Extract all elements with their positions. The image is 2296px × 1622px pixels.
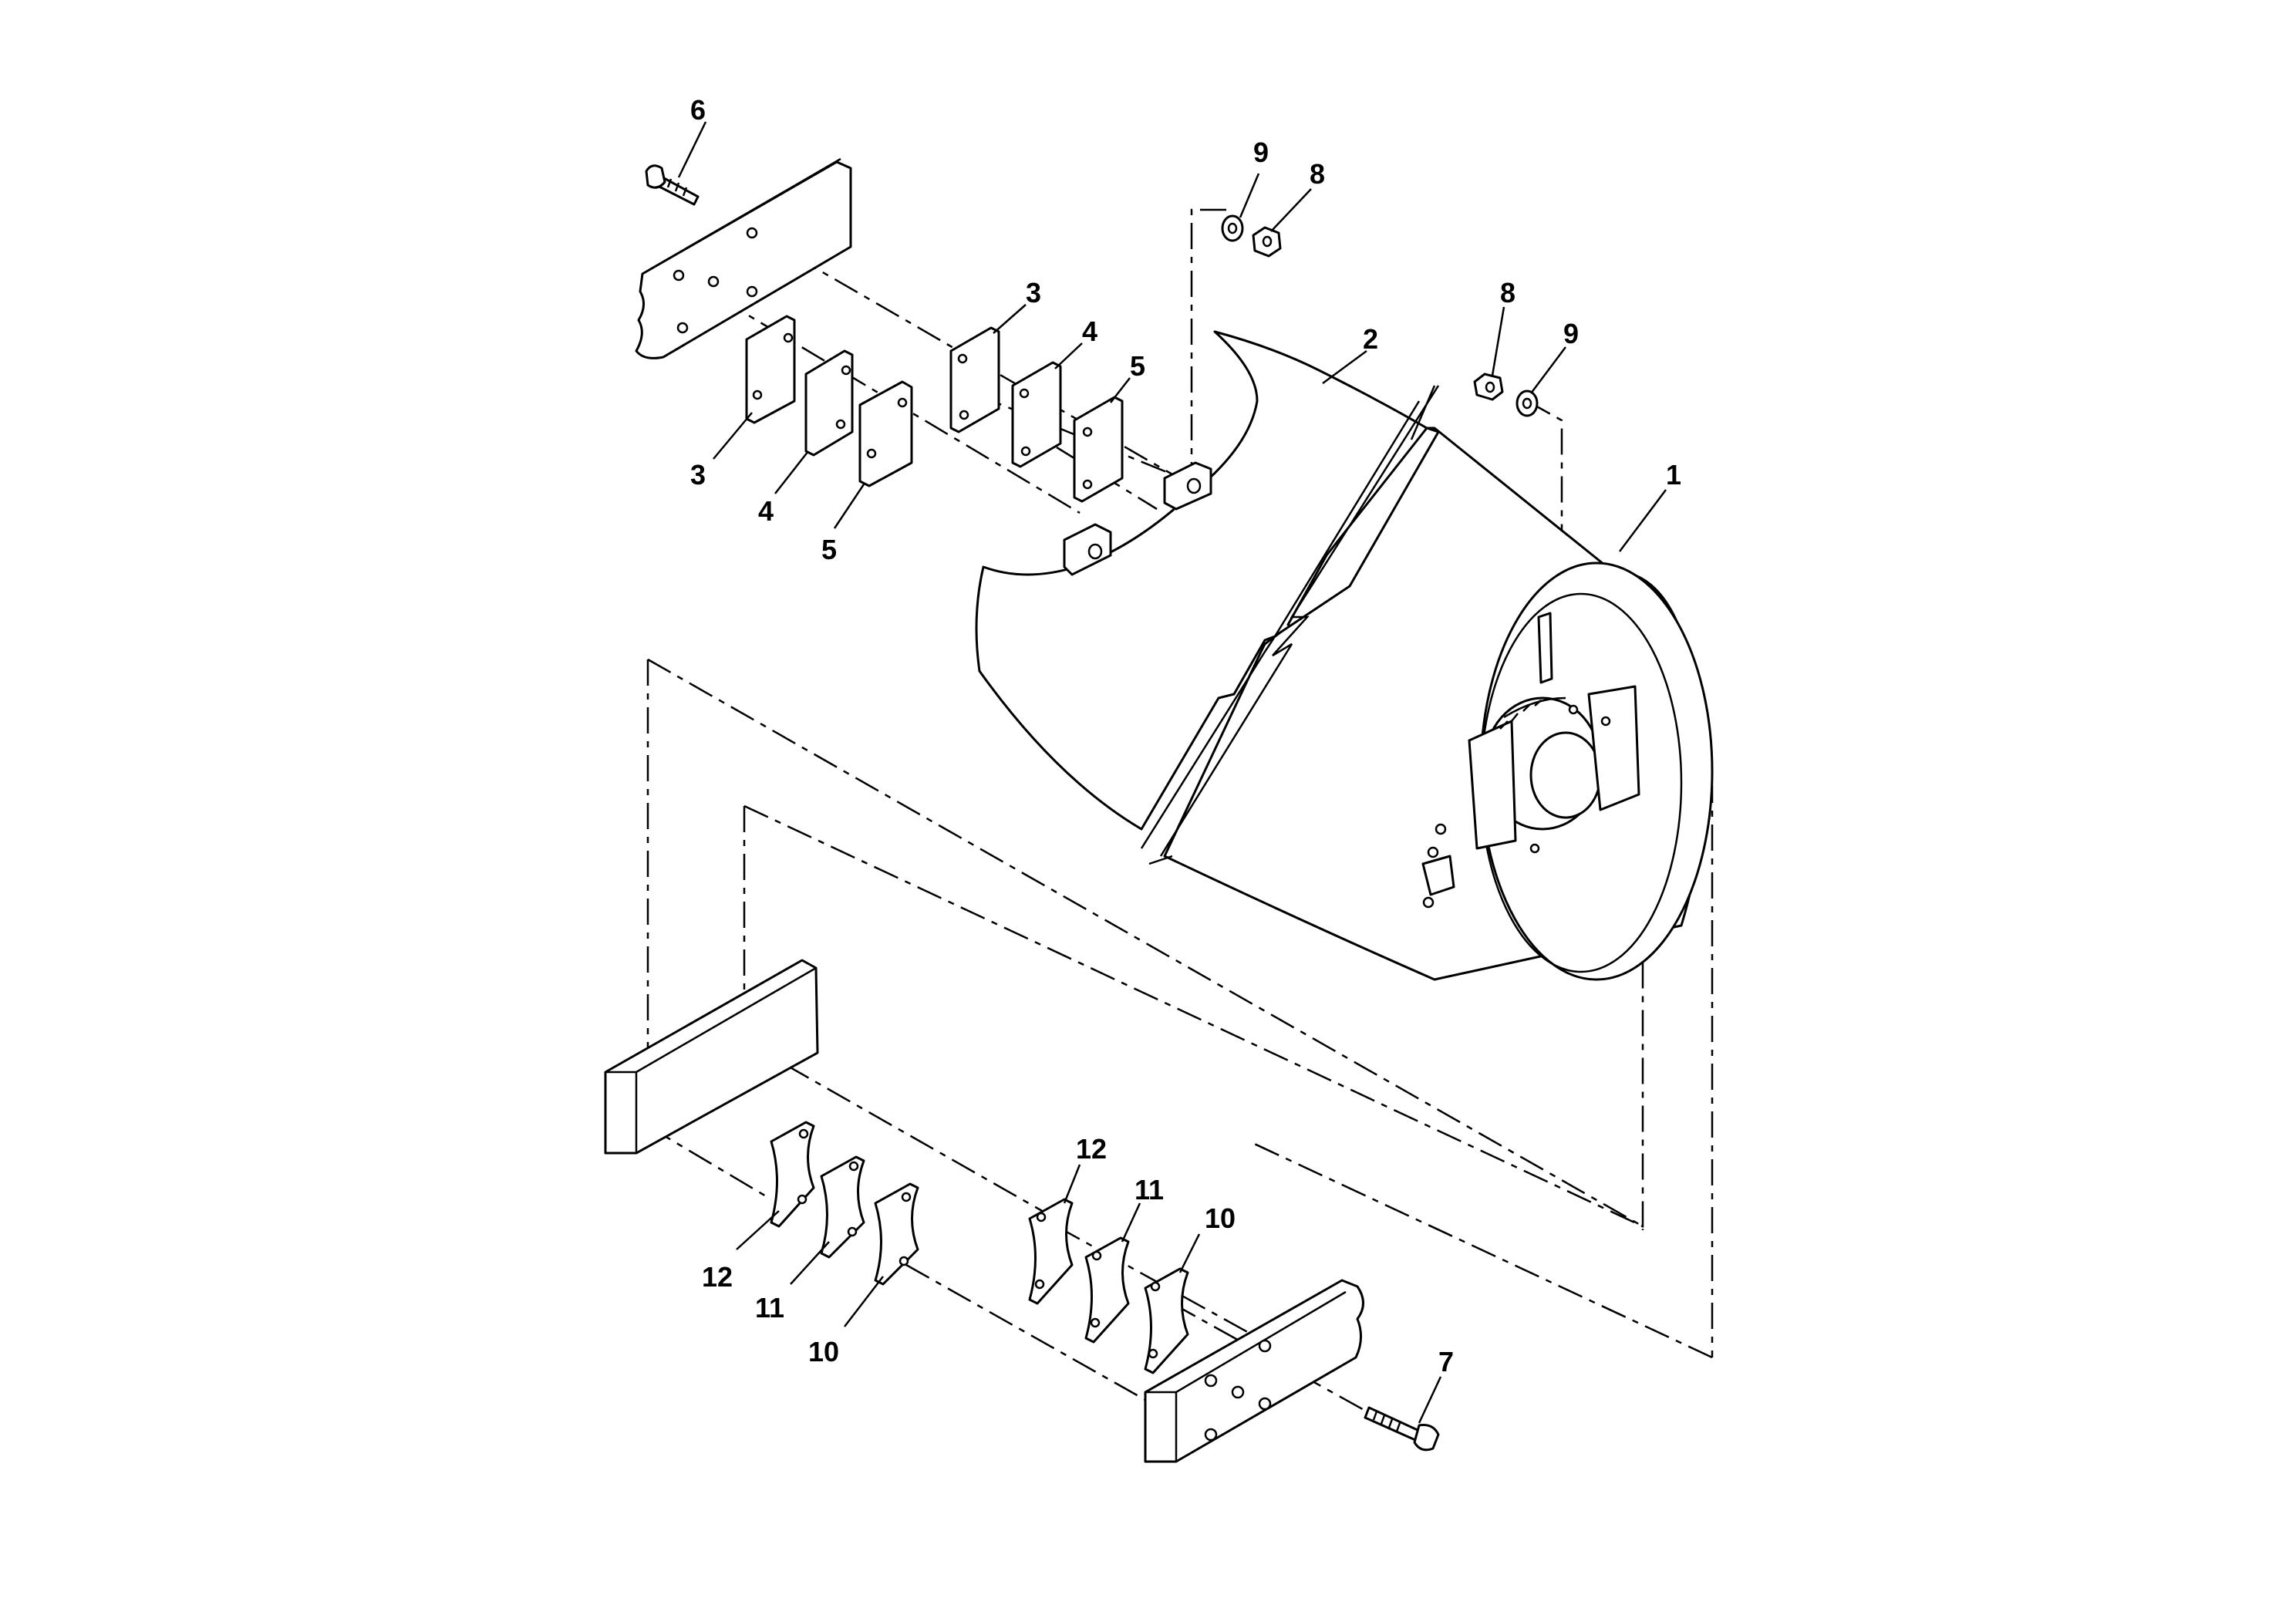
upper-mounting-bar <box>635 157 852 359</box>
lower-left-bar <box>604 959 819 1155</box>
bolt-7 <box>1364 1406 1440 1452</box>
upper-left-shims <box>745 315 913 487</box>
callout-3: 3 <box>690 459 706 491</box>
callout-1: 1 <box>1666 459 1681 491</box>
callout-3: 3 <box>1026 277 1041 309</box>
lower-right-bar <box>1144 1279 1364 1463</box>
callout-7: 7 <box>1438 1346 1454 1378</box>
callout-12: 12 <box>1076 1133 1107 1165</box>
callout-9: 9 <box>1253 137 1269 168</box>
callout-10: 10 <box>808 1336 839 1367</box>
callout-5: 5 <box>821 534 837 565</box>
callout-4: 4 <box>758 495 774 527</box>
right-nut-washer <box>1473 373 1539 417</box>
upper-washer-nut <box>1221 214 1282 258</box>
callout-8: 8 <box>1500 277 1515 309</box>
upper-right-shims <box>949 326 1124 503</box>
leader-lines <box>677 121 1667 1424</box>
callout-9: 9 <box>1563 318 1579 349</box>
callout-10: 10 <box>1205 1202 1236 1234</box>
callout-2: 2 <box>1363 323 1378 355</box>
callout-11: 11 <box>755 1292 784 1324</box>
callout-6: 6 <box>690 94 706 126</box>
callout-5: 5 <box>1130 350 1145 382</box>
bolt-6 <box>645 164 700 206</box>
callout-11: 11 <box>1135 1174 1164 1206</box>
drum-assembly <box>975 330 1714 981</box>
callout-12: 12 <box>702 1261 733 1293</box>
callout-8: 8 <box>1310 158 1325 190</box>
lower-left-shims <box>770 1121 919 1286</box>
callout-labels: 6 9 8 3 4 5 2 8 9 1 3 4 5 12 11 10 12 11… <box>690 94 1681 1378</box>
lower-right-shims <box>1028 1198 1189 1374</box>
callout-4: 4 <box>1082 315 1097 347</box>
